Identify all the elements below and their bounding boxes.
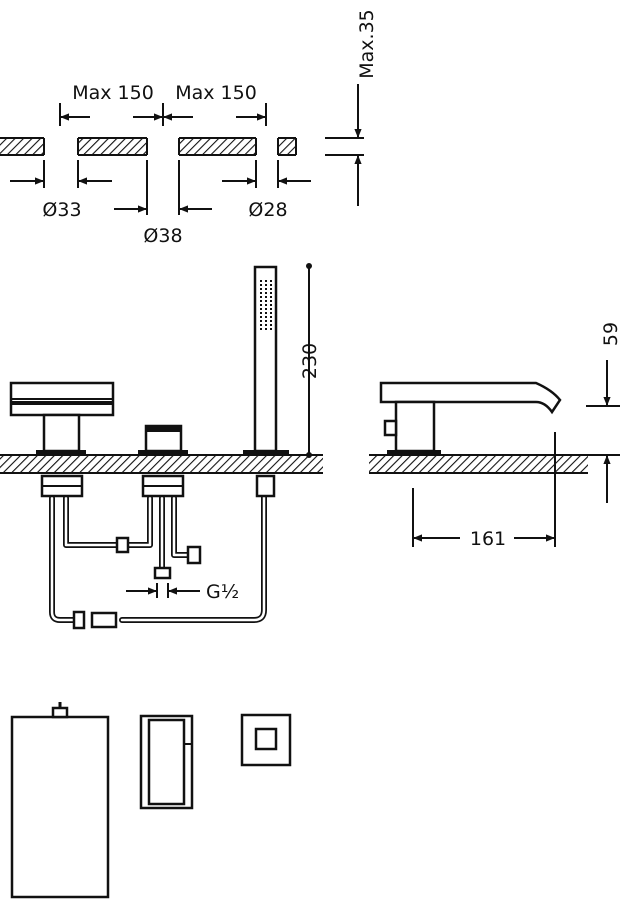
label-dia-right: Ø28 bbox=[248, 199, 287, 221]
mixer-top bbox=[10, 715, 110, 899]
hand-shower bbox=[243, 265, 289, 498]
label-max-thickness: Max.35 bbox=[356, 9, 378, 79]
mixer-left bbox=[9, 381, 115, 498]
spout bbox=[379, 381, 562, 415]
hole-right bbox=[256, 137, 278, 156]
supply-hoses bbox=[49, 492, 267, 623]
label-thread: G½ bbox=[206, 581, 239, 603]
deck-cutout-view: Max 150 Max 150 Ø33 Ø38 Ø28 Max.35 bbox=[0, 9, 378, 247]
front-view: 230 G½ bbox=[0, 263, 323, 630]
label-dia-center: Ø38 bbox=[143, 225, 182, 247]
label-spout-reach: 161 bbox=[470, 528, 506, 550]
label-shower-height: 230 bbox=[299, 343, 321, 379]
label-spout-height: 59 bbox=[600, 322, 621, 346]
label-dia-left: Ø33 bbox=[42, 199, 81, 221]
hole-left bbox=[44, 137, 78, 156]
label-max-spacing-left: Max 150 bbox=[72, 82, 154, 104]
hole-center bbox=[147, 137, 179, 156]
plan-view bbox=[10, 702, 292, 899]
diverter-center bbox=[138, 424, 188, 498]
label-max-spacing-right: Max 150 bbox=[175, 82, 257, 104]
spout-side-view: 59 161 bbox=[369, 322, 621, 550]
